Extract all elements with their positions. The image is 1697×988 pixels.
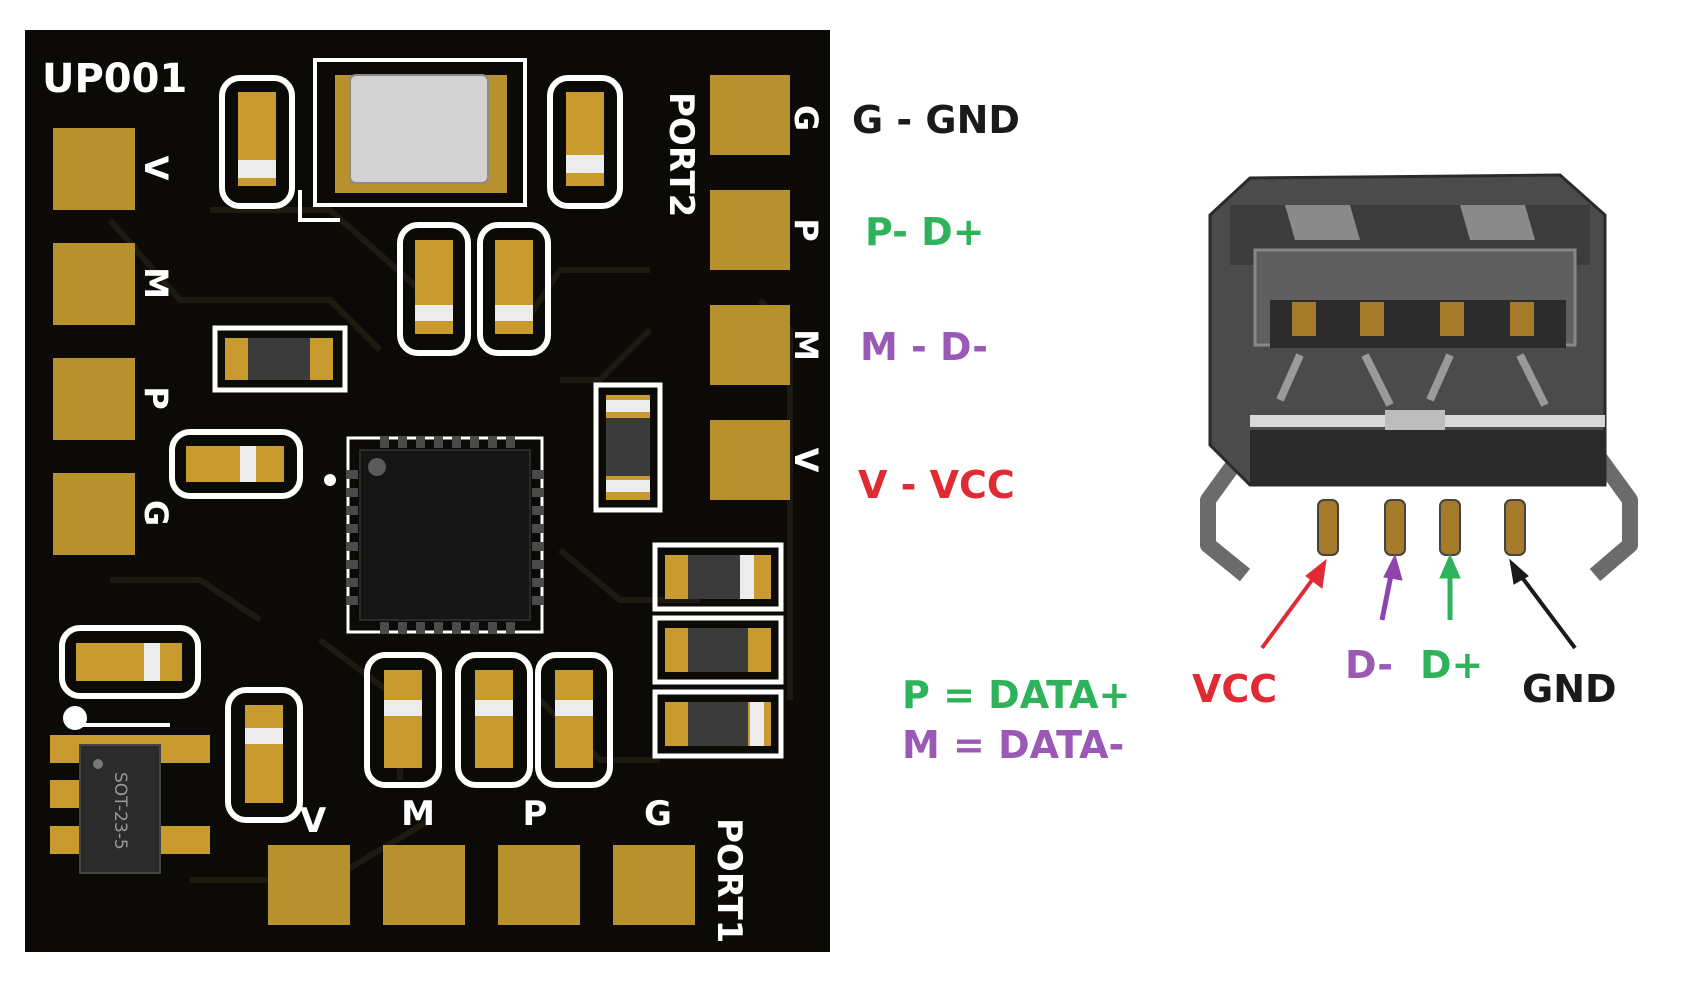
sot23-label: SOT-23-5 xyxy=(110,772,130,850)
left-pad-column: V M P G xyxy=(53,128,175,555)
pcb-board: UP001 V M P G G P M V PORT2 xyxy=(25,30,830,952)
arrow-gnd xyxy=(1509,558,1577,650)
connector-label-vcc: VCC xyxy=(1192,667,1277,711)
port1-pad-p xyxy=(498,845,580,925)
port1-title: PORT1 xyxy=(709,818,749,943)
arrow-dminus xyxy=(1379,553,1403,621)
legend-gnd: G - GND xyxy=(852,98,1020,142)
port2-pads: G P M V PORT2 xyxy=(661,75,825,500)
cap-c3 xyxy=(397,222,471,356)
port1-pin-label-g: G xyxy=(644,794,672,834)
port2-pin-label-g: G xyxy=(787,105,825,131)
arrow-vcc xyxy=(1260,558,1327,650)
left-pin-label-m: M xyxy=(137,267,175,299)
sot23-regulator: SOT-23-5 xyxy=(50,706,210,874)
left-pin-label-g: G xyxy=(137,500,175,526)
legend-data-minus: M = DATA- xyxy=(902,723,1124,767)
port2-pad-g xyxy=(710,75,790,155)
port1-pin-label-v: V xyxy=(300,801,327,841)
res-r2 xyxy=(593,382,663,513)
legend-dminus: M - D- xyxy=(860,325,988,369)
connector-labels: VCC D- D+ GND xyxy=(1192,643,1617,711)
arrow-dplus xyxy=(1439,553,1461,620)
left-pad-p xyxy=(53,358,135,440)
legend-vcc: V - VCC xyxy=(858,463,1015,507)
port1-pad-g xyxy=(613,845,695,925)
left-pad-g xyxy=(53,473,135,555)
pin-legend: G - GND P- D+ M - D- V - VCC P = DATA+ M… xyxy=(852,98,1130,767)
legend-dplus: P- D+ xyxy=(865,210,985,254)
port1-pad-v xyxy=(268,845,350,925)
port2-pad-v xyxy=(710,420,790,500)
cap-c5 xyxy=(169,429,303,499)
port1-pin-label-p: P xyxy=(523,794,548,834)
res-r1 xyxy=(212,325,348,393)
port2-pin-label-p: P xyxy=(787,218,825,241)
left-pad-m xyxy=(53,243,135,325)
capacitors-bottom xyxy=(59,625,613,823)
port2-pad-p xyxy=(710,190,790,270)
port1-pin-label-m: M xyxy=(401,794,435,834)
left-pin-label-p: P xyxy=(137,386,175,409)
usb-a-connector xyxy=(1200,173,1638,582)
main-ic xyxy=(324,436,544,634)
connector-label-gnd: GND xyxy=(1522,667,1617,711)
left-pad-v xyxy=(53,128,135,210)
crystal-component xyxy=(298,58,527,222)
capacitors-top xyxy=(169,75,663,513)
port2-pin-label-m: M xyxy=(787,329,825,361)
legend-data-plus: P = DATA+ xyxy=(902,673,1130,717)
port1-pad-m xyxy=(383,845,465,925)
pin-arrows xyxy=(1260,553,1577,650)
port2-pin-label-v: V xyxy=(787,448,825,473)
left-pin-label-v: V xyxy=(137,156,175,181)
port2-title: PORT2 xyxy=(661,92,701,217)
connector-label-dminus: D- xyxy=(1345,643,1393,687)
board-name: UP001 xyxy=(42,56,187,102)
port2-pad-m xyxy=(710,305,790,385)
cap-c4 xyxy=(477,222,551,356)
cap-c1 xyxy=(219,75,295,209)
port1-pads: V M P G PORT1 xyxy=(268,794,749,943)
resistor-array-right xyxy=(652,542,784,759)
cap-c2 xyxy=(547,75,623,209)
connector-label-dplus: D+ xyxy=(1420,643,1483,687)
